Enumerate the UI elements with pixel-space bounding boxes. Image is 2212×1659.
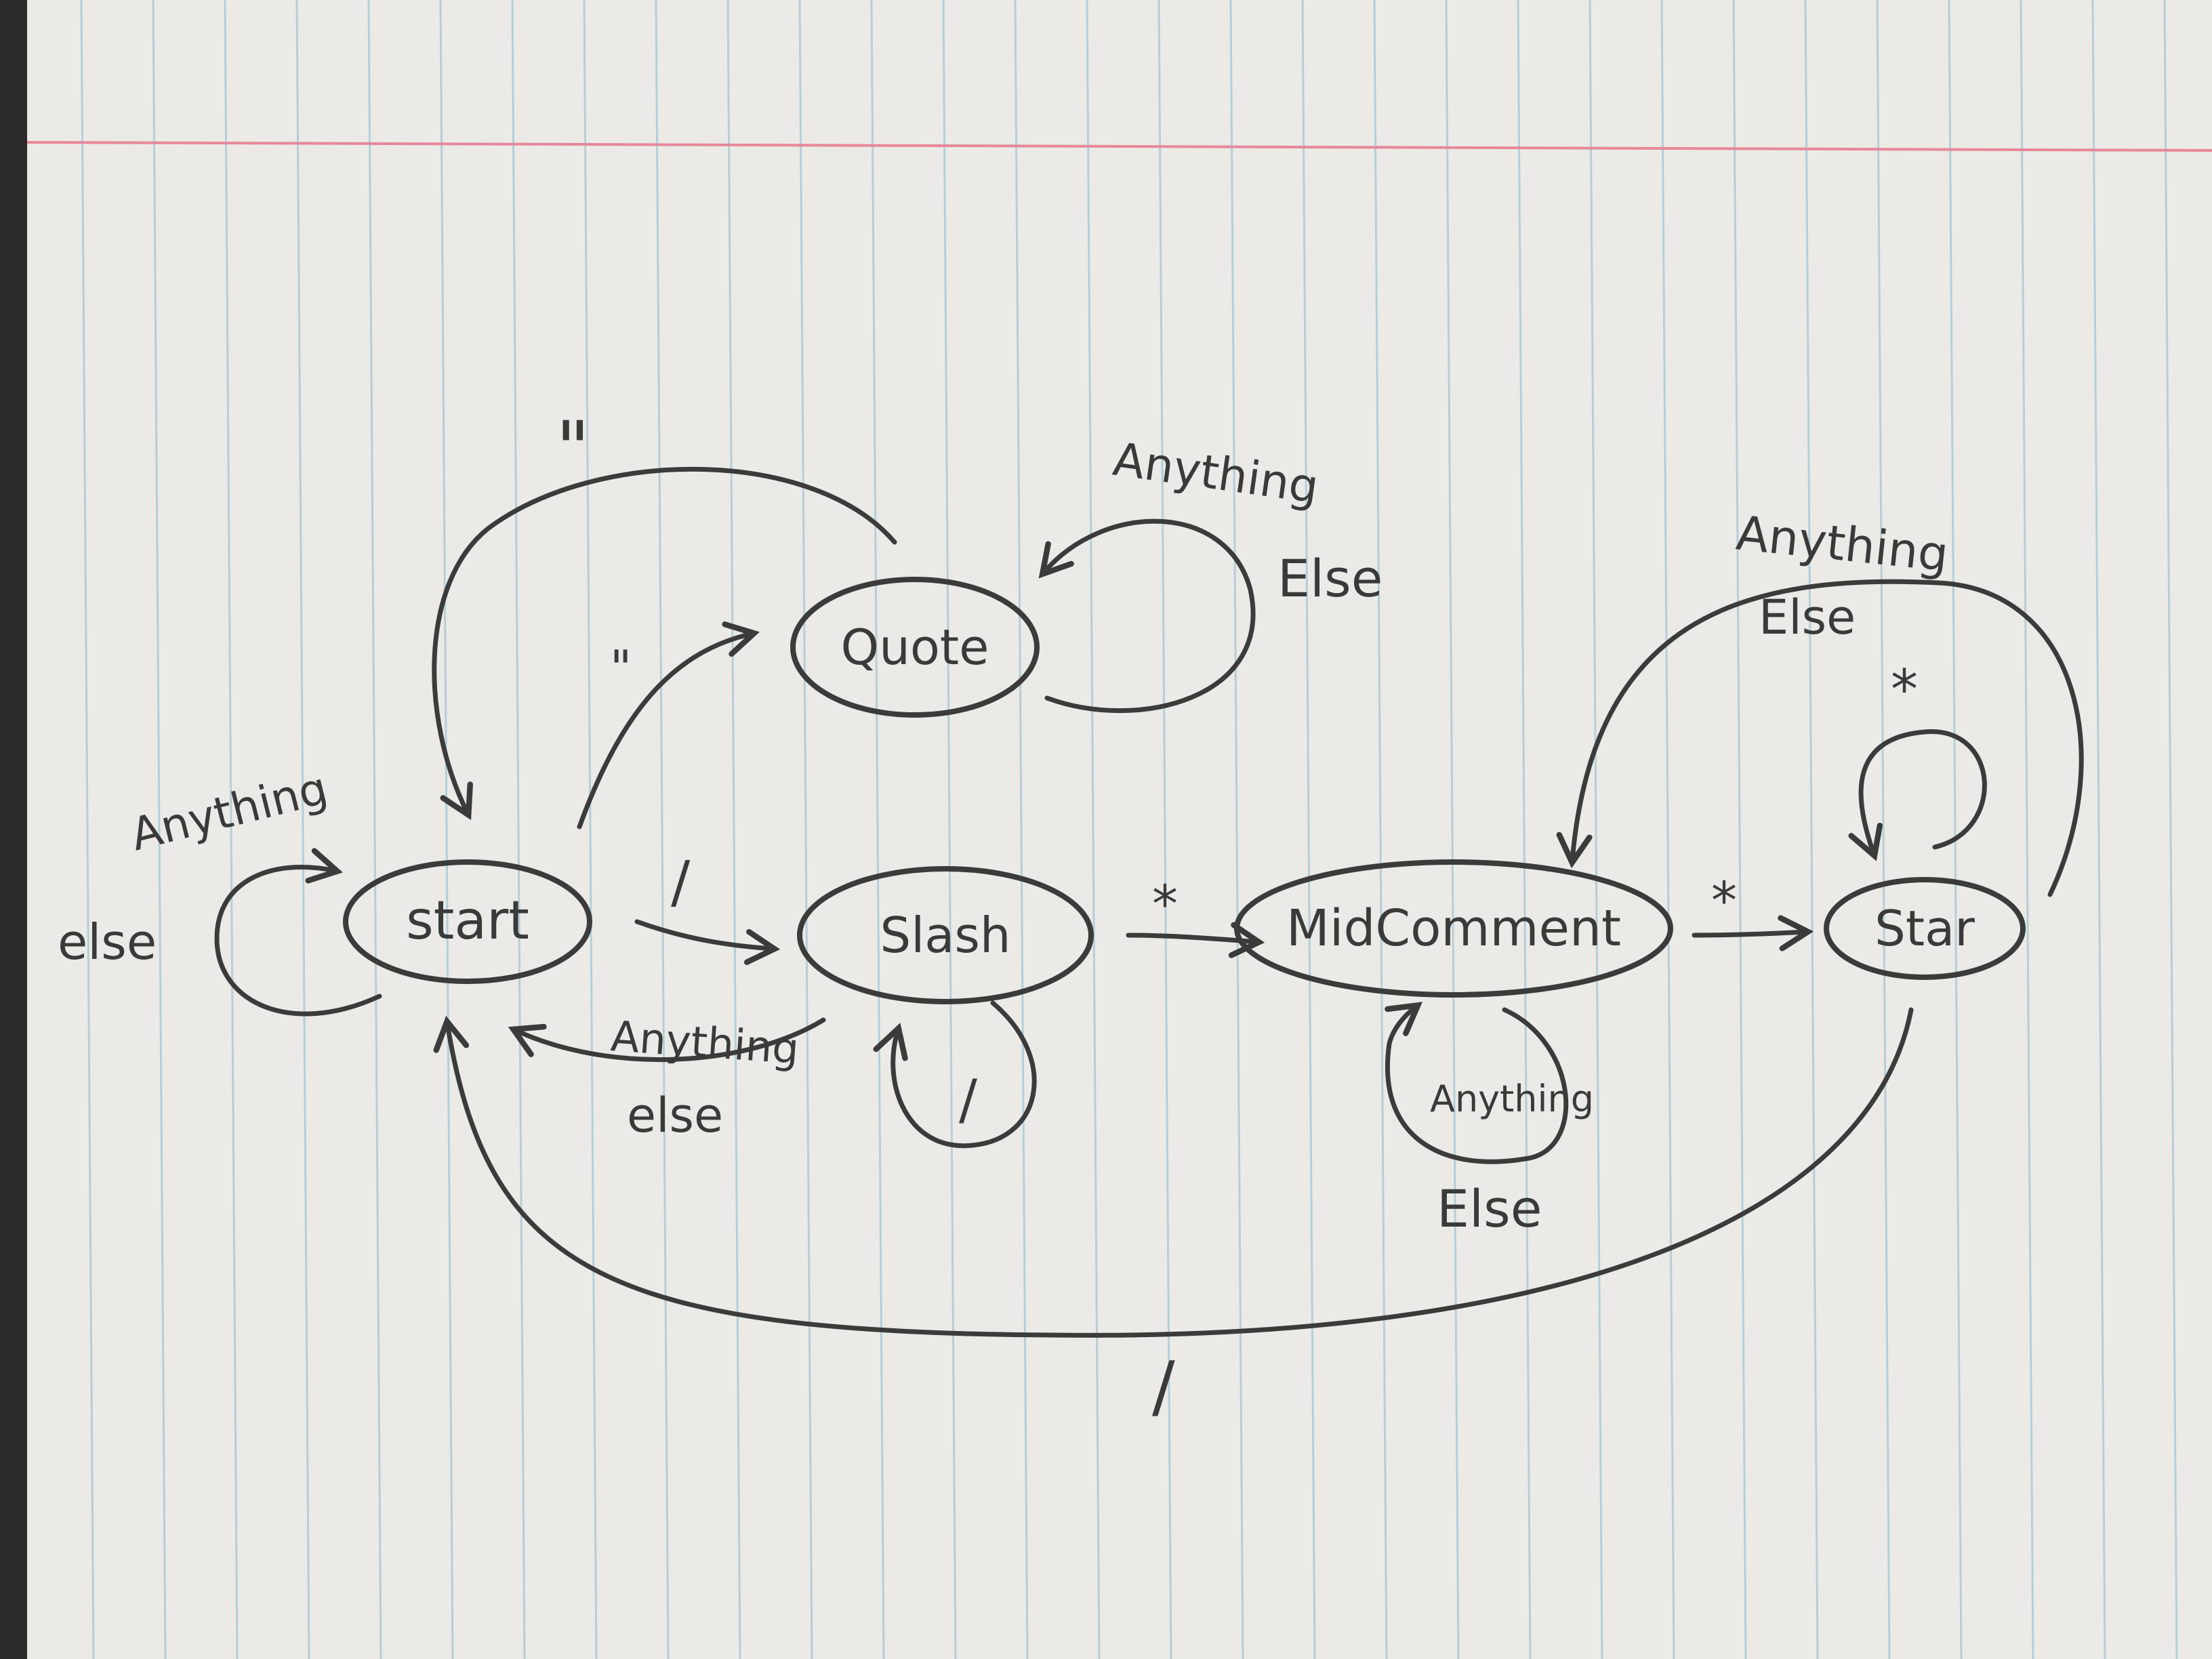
transition-slash-self: / (873, 1000, 1037, 1149)
label-midcomment-to-star: * (1711, 870, 1737, 930)
ruled-line (1014, 0, 1029, 1659)
ruled-line (2163, 0, 2178, 1659)
state-slash: Slash (797, 866, 1094, 1004)
label-midcomment-self-top: Anything (1430, 1078, 1594, 1120)
transition-star-self: * (1848, 658, 1987, 861)
label-midcomment-self-bottom: Else (1437, 1179, 1542, 1239)
transition-start-to-slash: / (634, 848, 781, 965)
ruled-line (2020, 0, 2034, 1659)
ruled-line (1948, 0, 1963, 1659)
state-midcomment: MidComment (1234, 859, 1673, 998)
label-star-to-start: / (1152, 1347, 1175, 1426)
state-star-label: Star (1875, 900, 1975, 957)
transition-midcomment-to-star: * (1692, 870, 1814, 951)
transition-quote-to-start: " (432, 405, 897, 821)
ruled-line (1589, 0, 1603, 1659)
label-star-to-midcomment-bottom: Else (1759, 590, 1856, 645)
label-slash-to-midcomment: * (1152, 874, 1178, 934)
ruled-line (511, 0, 526, 1659)
state-start-label: start (406, 890, 529, 951)
state-start: start (343, 859, 592, 984)
transition-slash-to-midcomment: * (1126, 874, 1265, 958)
ruled-line (1517, 0, 1532, 1659)
label-slash-self: / (959, 1068, 977, 1131)
state-midcomment-label: MidComment (1286, 899, 1621, 958)
label-quote-self-bottom: Else (1277, 548, 1383, 609)
transition-midcomment-self: Anything Else (1385, 1002, 1594, 1239)
ruled-line (726, 0, 741, 1659)
ruled-lines (80, 0, 2178, 1659)
ruled-line (439, 0, 454, 1659)
ruled-line (1732, 0, 1747, 1659)
label-start-self-bottom: else (58, 914, 157, 970)
transition-start-to-quote: " (577, 621, 760, 830)
state-quote: Quote (790, 577, 1040, 718)
ruled-line (224, 0, 239, 1659)
label-start-to-quote: " (610, 640, 632, 696)
label-slash-to-start-bottom: else (627, 1088, 723, 1143)
ruled-line (942, 0, 957, 1659)
ruled-line (870, 0, 885, 1659)
label-start-to-slash: / (671, 848, 691, 915)
label-star-self: * (1891, 658, 1918, 721)
ruled-line (1660, 0, 1675, 1659)
ruled-line (367, 0, 382, 1659)
ruled-line (798, 0, 813, 1659)
ruled-line (1876, 0, 1891, 1659)
ruled-line (1158, 0, 1172, 1659)
ruled-line (80, 0, 95, 1659)
ruled-line (1229, 0, 1244, 1659)
ruled-line (583, 0, 598, 1659)
ruled-line (655, 0, 670, 1659)
state-slash-label: Slash (880, 907, 1011, 964)
ruled-line (1373, 0, 1388, 1659)
ruled-line (1804, 0, 1819, 1659)
ruled-line (152, 0, 167, 1659)
ruled-line (1445, 0, 1460, 1659)
state-quote-label: Quote (841, 619, 989, 676)
margin-line (26, 141, 2212, 152)
ruled-line (1086, 0, 1101, 1659)
ruled-line (1301, 0, 1316, 1659)
ruled-line (2091, 0, 2106, 1659)
label-quote-to-start: " (556, 405, 590, 492)
ruled-line (295, 0, 310, 1659)
state-star: Star (1824, 877, 2026, 980)
transition-star-to-start: / (433, 1007, 1914, 1426)
